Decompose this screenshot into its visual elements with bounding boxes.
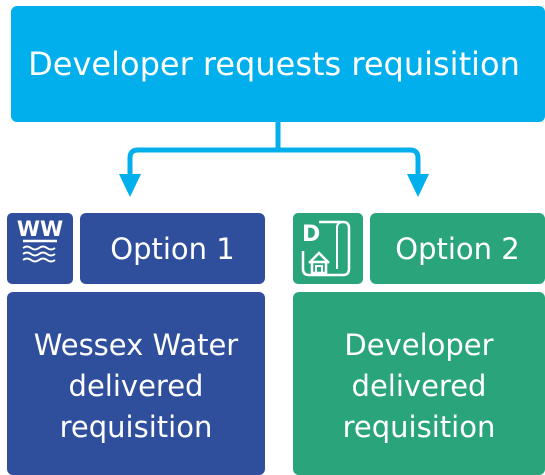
option-2-description: Developer delivered requisition: [293, 292, 545, 475]
ww-icon-letters: WW: [16, 217, 64, 241]
option-2-line: Developer: [344, 327, 494, 362]
arrow-head-right: [407, 174, 429, 197]
wessex-water-icon: WW: [7, 213, 73, 284]
option-1-line: delivered: [68, 368, 204, 403]
option-1-line: Wessex Water: [33, 327, 239, 362]
option-2-header: Option 2: [370, 213, 545, 284]
option-1-line: requisition: [59, 410, 213, 445]
option-2-line: delivered: [351, 368, 487, 403]
d-icon-letter: D: [302, 222, 321, 247]
arrow-head-left: [119, 174, 141, 197]
option-1-label: Option 1: [110, 231, 235, 266]
option-2-line: requisition: [342, 410, 496, 445]
developer-requests-label: Developer requests requisition: [28, 45, 520, 83]
developer-requests-box: Developer requests requisition: [11, 6, 545, 122]
option-1-description: Wessex Water delivered requisition: [7, 292, 265, 475]
option-1-header: Option 1: [80, 213, 265, 284]
ww-waves: [22, 239, 57, 263]
connector-branch: [127, 147, 421, 190]
blueprint-drawing: [301, 220, 351, 277]
option-2-label: Option 2: [395, 231, 520, 266]
developer-blueprint-house-icon: D: [293, 213, 363, 284]
